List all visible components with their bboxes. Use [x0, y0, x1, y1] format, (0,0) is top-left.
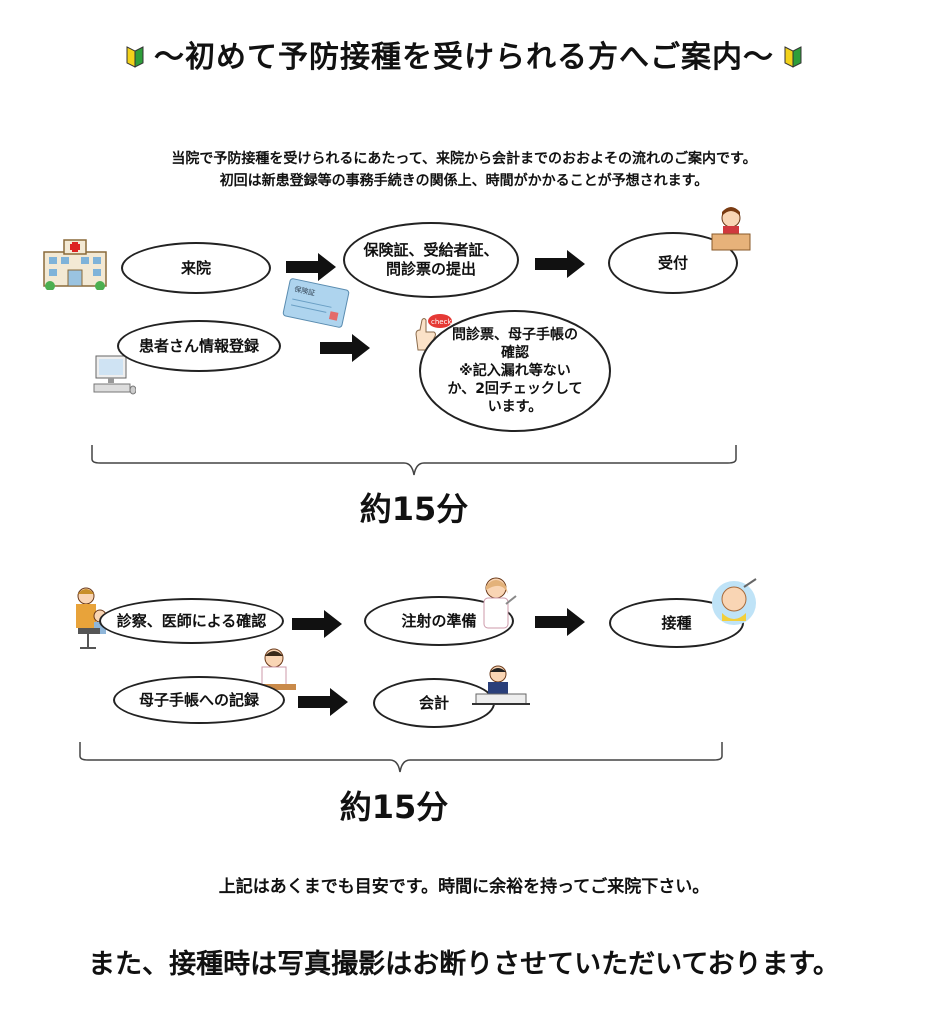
step-check-line-3: ※記入漏れ等ない	[459, 363, 571, 379]
hospital-icon	[40, 234, 110, 294]
insurance-card-icon: 保険証	[282, 278, 350, 332]
step-record-handbook: 母子手帳への記録	[113, 676, 285, 724]
arrow-right-icon	[292, 610, 342, 642]
step-check-line-2: 確認	[500, 345, 529, 361]
step-examination-label: 診察、医師による確認	[116, 611, 267, 630]
insurance-card-label: 保険証	[294, 284, 316, 297]
step-patient-registration-label: 患者さん情報登録	[138, 336, 259, 355]
baby-vaccination-icon	[708, 577, 760, 631]
step-document-submission: 保険証、受給者証、 問診票の提出	[343, 222, 519, 298]
page-title: ～初めて予防接種を受けられる方へご案内～	[0, 32, 928, 76]
arrow-right-icon	[535, 608, 585, 640]
duration-brace	[78, 740, 724, 780]
computer-icon	[92, 354, 137, 400]
cashier-icon	[472, 662, 530, 712]
step-check-line-4: か、2回チェックして	[447, 381, 583, 397]
step-injection-prep-label: 注射の準備	[401, 611, 477, 630]
duration-label: 約15分	[339, 788, 449, 826]
intro-line-2: 初回は新患登録等の事務手続きの関係上、時間がかかることが予想されます。	[219, 173, 709, 189]
receptionist-icon	[710, 206, 752, 256]
photo-prohibited-note: また、接種時は写真撮影はお断りさせていただいております。	[88, 949, 840, 980]
arrow-right-icon	[320, 334, 370, 366]
step-check-line-1: 問診票、母子手帳の	[451, 327, 578, 343]
step-arrival: 来院	[121, 242, 271, 294]
duration-label: 約15分	[359, 490, 469, 528]
step-patient-registration: 患者さん情報登録	[117, 320, 281, 372]
nurse-icon	[476, 574, 518, 634]
intro-line-1: 当院で予防接種を受けられるにあたって、来院から会計までのおおよその流れのご案内で…	[171, 151, 757, 167]
title-text: ～初めて予防接種を受けられる方へご案内～	[154, 40, 774, 75]
step-check-line-5: います。	[487, 399, 543, 415]
beginner-mark-icon	[126, 41, 144, 76]
step-document-line-2: 問診票の提出	[385, 260, 476, 278]
nurse-writing-icon	[250, 646, 298, 702]
step-arrival-label: 来院	[180, 258, 211, 277]
step-document-line-1: 保険証、受給者証、	[363, 241, 499, 259]
step-vaccination-label: 接種	[661, 613, 692, 632]
timing-note: 上記はあくまでも目安です。時間に余裕を持ってご来院下さい。	[218, 877, 710, 897]
arrow-right-icon	[298, 688, 348, 720]
step-examination: 診察、医師による確認	[99, 598, 284, 644]
step-payment-label: 会計	[418, 693, 449, 712]
step-reception-label: 受付	[657, 253, 688, 272]
arrow-right-icon	[535, 250, 585, 282]
step-questionnaire-check: 問診票、母子手帳の 確認 ※記入漏れ等ない か、2回チェックして います。	[419, 310, 611, 432]
duration-brace	[90, 443, 738, 483]
intro-text: 当院で予防接種を受けられるにあたって、来院から会計までのおおよその流れのご案内で…	[0, 148, 928, 192]
step-reception: 受付	[608, 232, 738, 294]
step-document-submission-label: 保険証、受給者証、 問診票の提出	[363, 241, 498, 279]
step-questionnaire-check-label: 問診票、母子手帳の 確認 ※記入漏れ等ない か、2回チェックして います。	[447, 326, 582, 416]
check-label: check	[431, 318, 452, 326]
beginner-mark-icon	[784, 41, 802, 76]
step-record-handbook-label: 母子手帳への記録	[138, 690, 259, 709]
step-vaccination: 接種	[609, 598, 744, 648]
arrow-right-icon	[286, 253, 336, 285]
